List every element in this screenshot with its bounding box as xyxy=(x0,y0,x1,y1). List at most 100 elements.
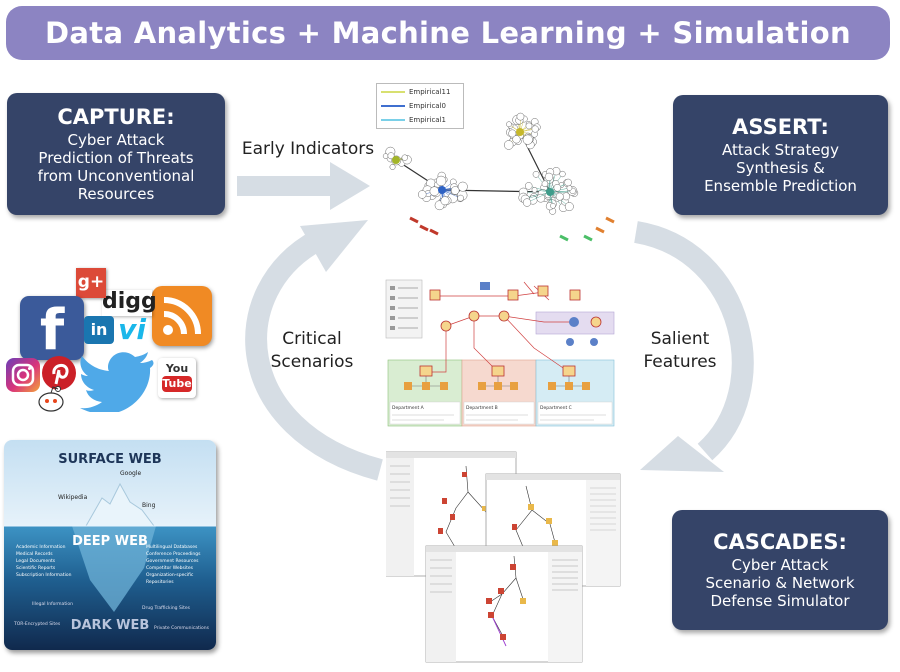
right-flow-arrow xyxy=(633,221,754,461)
iceberg-label: Repositories xyxy=(146,580,174,585)
iceberg-label: Bing xyxy=(142,502,156,509)
graph-node xyxy=(429,186,440,196)
legend-label: Empirical1 xyxy=(409,116,446,124)
legend-swatch xyxy=(381,91,405,93)
iceberg-label: Medical Records xyxy=(16,552,53,557)
iceberg-label: Academic Information xyxy=(16,545,66,550)
graph-edge xyxy=(409,216,419,224)
simulator-screenshots xyxy=(386,451,621,663)
iceberg-label: Competitor Websites xyxy=(146,566,193,571)
capture-line: Resources xyxy=(77,185,155,203)
graph-edge xyxy=(429,228,439,236)
iceberg-label: Government Resources xyxy=(146,559,199,564)
graph-node xyxy=(417,190,427,199)
graph-node xyxy=(440,196,450,206)
graph-node xyxy=(559,170,566,178)
graph-node xyxy=(541,180,549,188)
graph-edge xyxy=(559,234,569,242)
graph-edge xyxy=(583,234,593,242)
attack-model-diagram: Department A Department B Department C xyxy=(384,276,616,428)
graph-node xyxy=(550,202,556,209)
rss-icon xyxy=(152,286,212,346)
graph-node xyxy=(555,192,564,201)
department-label: Department C xyxy=(540,405,572,411)
graph-node xyxy=(531,186,538,193)
graph-legend: Empirical11 Empirical0 Empirical1 xyxy=(376,83,464,129)
graph-node xyxy=(503,140,514,150)
deep-web-label: DEEP WEB xyxy=(72,534,148,549)
assert-line: Synthesis & xyxy=(736,159,825,177)
twitter-icon xyxy=(80,348,160,415)
iceberg-label: Subscription Information xyxy=(16,573,72,578)
youtube-label: Tube xyxy=(162,376,192,392)
iceberg-label: Drug Trafficking Sites xyxy=(142,606,190,611)
legend-swatch xyxy=(381,105,405,107)
assert-line: Ensemble Prediction xyxy=(704,177,857,195)
banner-title: Data Analytics + Machine Learning + Simu… xyxy=(45,16,851,50)
early-indicators-label: Early Indicators xyxy=(241,139,375,159)
capture-box: CAPTURE: Cyber Attack Prediction of Thre… xyxy=(7,93,225,215)
graph-node xyxy=(401,154,408,161)
salient-features-label: Salient Features xyxy=(630,328,730,374)
cascades-box: CASCADES: Cyber Attack Scenario & Networ… xyxy=(672,510,888,630)
surface-web-label: SURFACE WEB xyxy=(58,452,162,467)
google-plus-icon: g+ xyxy=(76,268,106,298)
legend-label: Empirical0 xyxy=(409,102,446,110)
cascades-line: Defense Simulator xyxy=(710,592,850,610)
vimeo-icon: vi xyxy=(118,313,146,346)
legend-entry: Empirical11 xyxy=(381,88,459,96)
salient-label-line: Salient xyxy=(650,329,710,349)
title-banner: Data Analytics + Machine Learning + Simu… xyxy=(6,6,890,60)
simulator-window-front xyxy=(425,545,583,663)
capture-title: CAPTURE: xyxy=(57,105,175,129)
department-label: Department A xyxy=(392,405,425,411)
legend-entry: Empirical0 xyxy=(381,102,459,110)
cascades-line: Scenario & Network xyxy=(705,574,855,592)
graph-node xyxy=(387,152,395,160)
pinterest-icon xyxy=(42,356,76,390)
graph-edge xyxy=(605,216,615,224)
graph-edge xyxy=(595,226,605,234)
graph-node xyxy=(564,178,572,187)
iceberg-panel: SURFACE WEB Google Wikipedia Bing DEEP W… xyxy=(4,440,216,650)
reddit-icon xyxy=(36,384,66,414)
graph-node xyxy=(544,172,554,182)
iceberg-label: Legal Documents xyxy=(16,559,56,564)
graph-node xyxy=(536,193,546,203)
social-media-cluster: digg g+ f in vi You Tube xyxy=(0,262,230,422)
iceberg-label: Conference Proceedings xyxy=(146,552,201,557)
network-graph xyxy=(382,112,615,242)
graph-hub-node xyxy=(392,156,400,164)
capture-line: from Unconventional xyxy=(37,167,195,185)
graph-node xyxy=(457,194,464,202)
graph-edge xyxy=(419,224,429,232)
dark-web-label: DARK WEB xyxy=(70,618,150,633)
graph-node xyxy=(553,183,562,192)
graph-node xyxy=(564,202,574,212)
critical-scenarios-label: Critical Scenarios xyxy=(262,328,362,374)
graph-hub-node xyxy=(546,188,554,196)
iceberg-label: Multilingual Databases xyxy=(146,545,198,550)
iceberg-label: Scientific Reports xyxy=(16,566,56,571)
graph-node xyxy=(389,164,396,170)
graph-node xyxy=(435,175,447,187)
critical-label-line: Critical xyxy=(282,329,342,349)
capture-line: Prediction of Threats xyxy=(38,149,194,167)
graph-node xyxy=(512,135,521,144)
left-flow-arrow xyxy=(245,230,383,481)
youtube-icon: You Tube xyxy=(158,358,196,398)
legend-label: Empirical11 xyxy=(409,88,451,96)
assert-box: ASSERT: Attack Strategy Synthesis & Ense… xyxy=(673,95,888,215)
linkedin-icon: in xyxy=(84,316,114,344)
legend-entry: Empirical1 xyxy=(381,116,459,124)
graph-node xyxy=(382,153,389,159)
iceberg-label: Google xyxy=(120,470,142,477)
graph-hub-node xyxy=(438,186,446,194)
assert-title: ASSERT: xyxy=(732,115,829,139)
graph-node xyxy=(457,181,468,192)
youtube-label: You xyxy=(165,362,189,375)
instagram-icon xyxy=(6,358,40,392)
facebook-icon: f xyxy=(20,296,84,363)
cascades-line: Cyber Attack xyxy=(731,556,829,574)
